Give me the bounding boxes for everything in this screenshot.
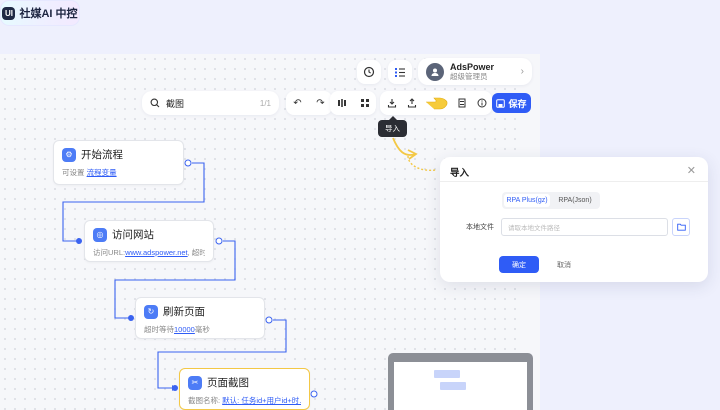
node-link[interactable]: www.adspower.net [125, 248, 188, 257]
arrange-group [330, 91, 376, 115]
format-switch: RPA Plus(gz) RPA(Json) [502, 192, 600, 209]
import-tooltip: 导入 [378, 116, 407, 137]
align-icon[interactable] [334, 95, 350, 111]
node-title: 开始流程 [81, 149, 123, 161]
save-label: 保存 [508, 98, 527, 109]
avatar [426, 62, 444, 81]
divider [440, 181, 708, 182]
node-desc: 超时等待 [144, 325, 174, 334]
node-desc: 访问URL: [93, 248, 126, 257]
close-icon[interactable]: ✕ [686, 165, 696, 177]
refresh-icon: ↻ [144, 304, 158, 319]
export-icon[interactable] [404, 95, 420, 111]
task-list-button[interactable] [388, 60, 412, 84]
folder-icon [676, 223, 686, 231]
node-desc-suffix: , 超时... [187, 248, 205, 257]
user-menu[interactable]: AdsPower 超级管理员 › [418, 58, 532, 85]
search-input[interactable]: 截图 [166, 98, 185, 109]
hand-pointer-icon [424, 95, 450, 111]
ai-control-label: 社媒AI 中控 [19, 8, 78, 20]
history-group: ↶ ↷ [286, 91, 332, 115]
node-page-screenshot[interactable]: ✂ 页面截图 截图名称: 默认: 任务id+用户id+时... [179, 368, 310, 410]
tab-rpa-json[interactable]: RPA(Json) [558, 197, 592, 204]
film-icon[interactable] [454, 95, 470, 111]
file-path-input[interactable]: 请取本地文件路径 [501, 218, 668, 236]
save-button[interactable]: 保存 [492, 93, 531, 113]
node-desc: 截图名称: [188, 396, 223, 405]
node-refresh-page[interactable]: ↻ 刷新页面 超时等待10000毫秒 [135, 297, 265, 339]
search-box[interactable]: 截图 1/1 [142, 91, 279, 115]
file-label: 本地文件 [466, 224, 494, 231]
info-icon[interactable] [474, 95, 490, 111]
list-icon [395, 68, 405, 77]
node-desc: 可设置 [62, 168, 85, 177]
node-title: 访问网站 [112, 229, 154, 241]
flow-icon: ⚙ [62, 147, 76, 162]
confirm-button[interactable]: 确定 [499, 256, 539, 273]
node-link[interactable]: 流程变量 [86, 168, 117, 177]
cancel-button[interactable]: 取消 [557, 261, 571, 269]
search-count: 1/1 [259, 98, 271, 108]
node-visit-website[interactable]: ◎ 访问网站 访问URL:www.adspower.net, 超时... [84, 220, 214, 262]
node-link[interactable]: 10000 [174, 325, 195, 334]
chevron-right-icon: › [520, 66, 524, 77]
scissors-icon: ✂ [188, 375, 202, 390]
layout-icon[interactable] [357, 95, 373, 111]
user-name: AdsPower [450, 61, 495, 72]
browse-button[interactable] [672, 218, 690, 236]
user-role: 超级管理员 [450, 71, 488, 81]
undo-icon[interactable]: ↶ [293, 97, 302, 109]
history-button[interactable] [357, 60, 381, 84]
minimap[interactable] [388, 353, 533, 410]
import-icon[interactable] [384, 95, 400, 111]
ai-control-button[interactable]: UI 社媒AI 中控 [0, 0, 80, 26]
node-title: 页面截图 [207, 377, 249, 389]
import-dialog: 导入 ✕ RPA Plus(gz) RPA(Json) 本地文件 请取本地文件路… [440, 157, 708, 282]
node-start-flow[interactable]: ⚙ 开始流程 可设置 流程变量 [53, 140, 184, 185]
user-icon [431, 68, 439, 76]
history-icon [363, 66, 375, 78]
node-link[interactable]: 默认: 任务id+用户id+时... [222, 396, 301, 405]
search-icon [150, 98, 160, 108]
ai-logo-icon: UI [2, 6, 16, 20]
save-icon [496, 98, 506, 108]
node-title: 刷新页面 [163, 306, 205, 318]
node-desc-suffix: 毫秒 [194, 325, 210, 334]
dialog-title: 导入 [450, 168, 470, 179]
tab-rpa-plus[interactable]: RPA Plus(gz) [504, 194, 550, 207]
file-group [380, 91, 492, 115]
redo-icon[interactable]: ↷ [316, 97, 325, 109]
globe-icon: ◎ [93, 227, 107, 242]
